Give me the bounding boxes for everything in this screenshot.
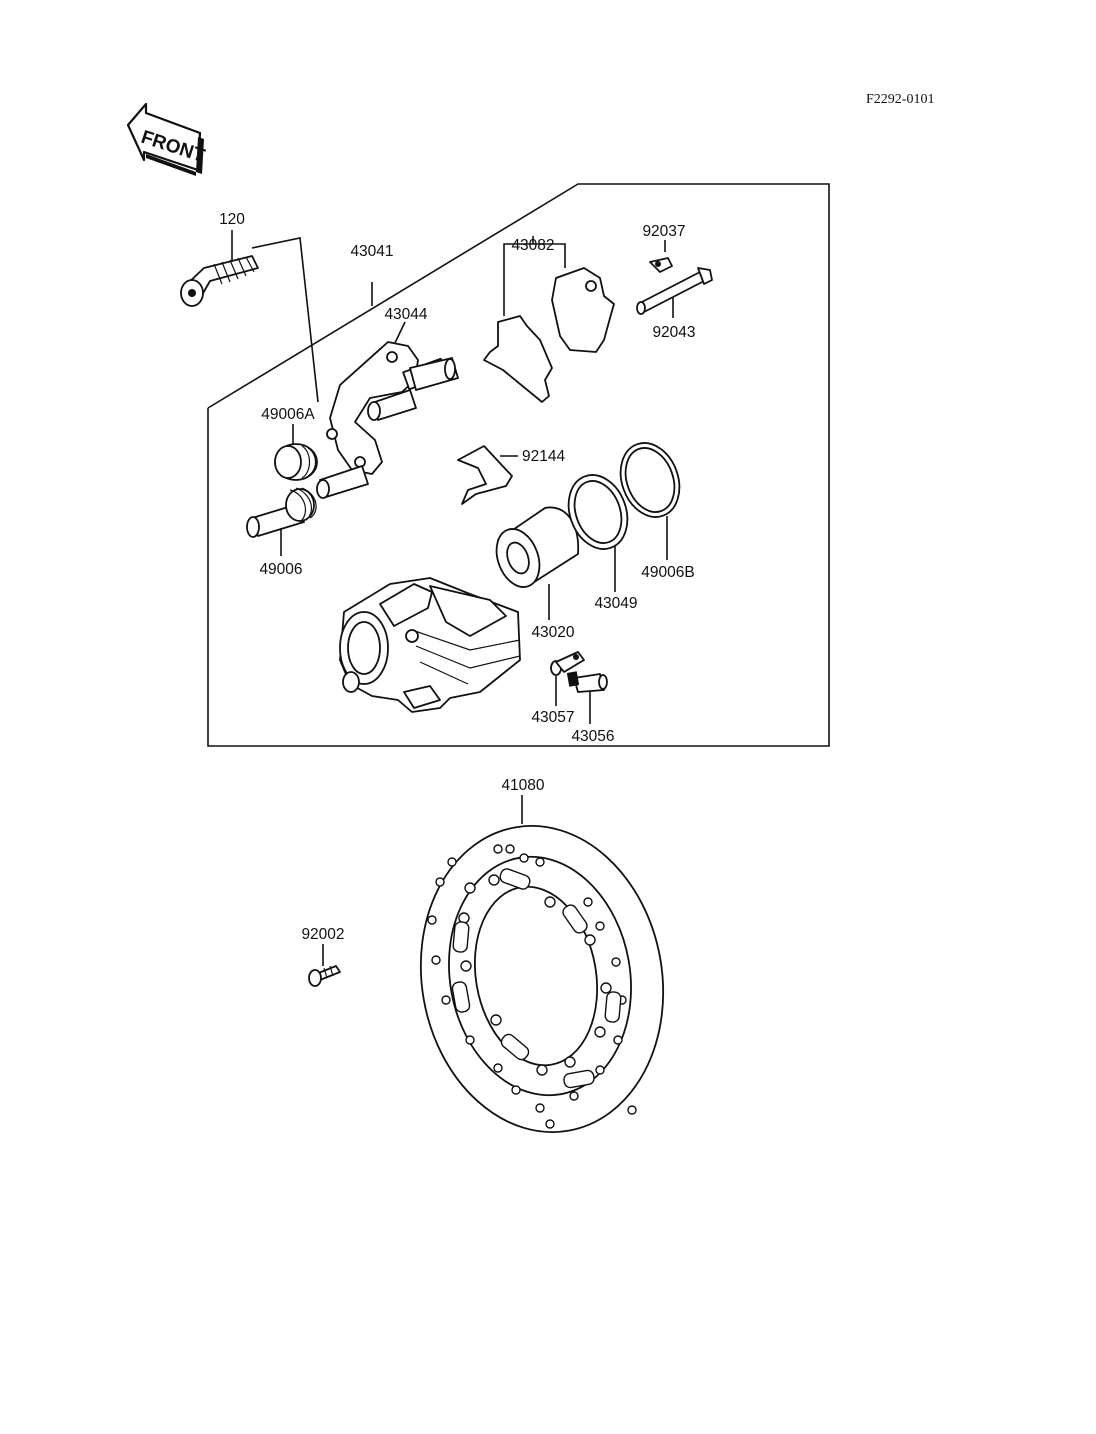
part-92043-pad-pin [636,267,713,318]
part-49006A-dust-boot [274,424,318,481]
part-92037-clip [649,240,673,273]
part-43044-caliper-bracket [316,321,459,499]
part-caliper-body [339,577,521,713]
diagram-code: F2292-0101 [866,92,934,107]
part-43057-bleed-cap [550,651,585,706]
label-43049: 43049 [594,595,637,612]
label-92037: 92037 [642,223,685,240]
label-43057: 43057 [531,709,574,726]
caliper-assembly-boundary [207,183,830,747]
part-43082-brake-pads [483,236,615,403]
label-92144: 92144 [522,448,565,465]
part-43020-piston [495,506,579,620]
label-92002: 92002 [301,926,344,943]
label-43020: 43020 [531,624,574,641]
label-43044: 43044 [384,306,427,323]
label-43056: 43056 [571,728,614,745]
part-92002-disc-screw [308,944,341,987]
label-43041: 43041 [350,243,393,260]
label-41080: 41080 [501,777,544,794]
front-arrow-icon: FRONT [126,102,208,176]
part-49006B-dust-seal [619,442,681,560]
part-49006-dust-boot-pin [246,487,317,556]
label-92043: 92043 [652,324,695,341]
label-49006A: 49006A [261,406,315,423]
part-41080-brake-disc [419,795,665,1133]
label-49006: 49006 [259,561,302,578]
part-43056-bleeder-valve [566,671,608,724]
part-120-bolt [180,230,319,403]
label-49006B: 49006B [641,564,694,581]
part-43049-piston-seal [567,474,629,592]
part-92144-anti-rattle-spring [457,445,518,505]
label-43082: 43082 [511,237,554,254]
label-120: 120 [219,211,245,228]
